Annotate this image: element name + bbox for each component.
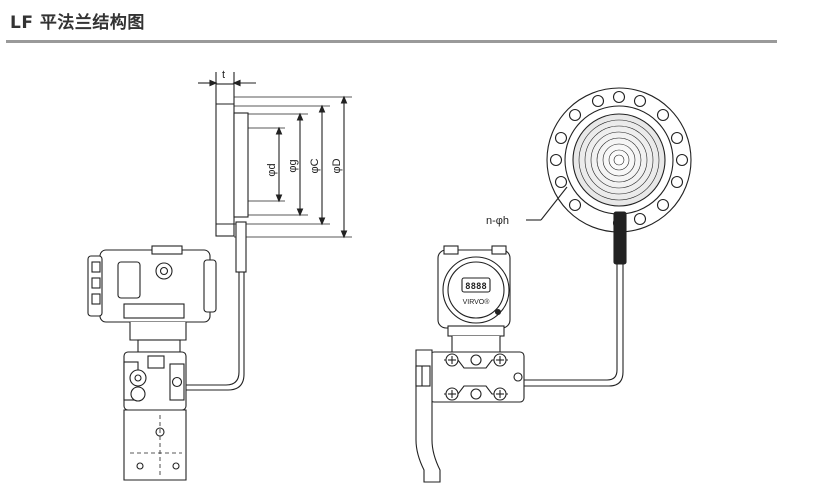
label-holes: n-φh <box>486 215 509 227</box>
label-phi-g: φg <box>287 159 299 172</box>
flange-front <box>546 87 692 233</box>
transmitter-housing-left <box>87 245 217 353</box>
capillary-right <box>522 211 627 387</box>
label-phi-C: φC <box>309 158 321 173</box>
transmitter-front <box>437 245 511 353</box>
page-title: LF 平法兰结构图 <box>10 13 145 33</box>
bracket-left <box>123 409 187 481</box>
dimension-t <box>198 72 256 87</box>
extension-lines <box>234 96 352 238</box>
label-phi-D: φD <box>331 158 343 173</box>
lcd-digits: 8888 <box>465 282 487 292</box>
flange-side <box>215 83 249 237</box>
sensor-block-right <box>429 351 525 403</box>
dimension-phi-g-line <box>296 112 304 217</box>
brand-label: VIRVO® <box>463 298 491 306</box>
flange-bolt-holes <box>549 90 689 230</box>
capillary-left <box>182 221 247 391</box>
label-t: t <box>222 69 225 81</box>
dimension-phi-d-line <box>275 126 283 203</box>
sensor-block-left <box>123 351 187 411</box>
label-phi-d: φd <box>266 163 278 176</box>
leader-holes <box>526 186 568 221</box>
title-divider <box>6 40 777 43</box>
dimension-phi-c-line <box>318 104 326 226</box>
dimension-phi-D-line <box>340 95 348 239</box>
right-front-view <box>415 87 692 483</box>
bracket-right <box>415 349 441 483</box>
left-side-view <box>87 72 352 481</box>
